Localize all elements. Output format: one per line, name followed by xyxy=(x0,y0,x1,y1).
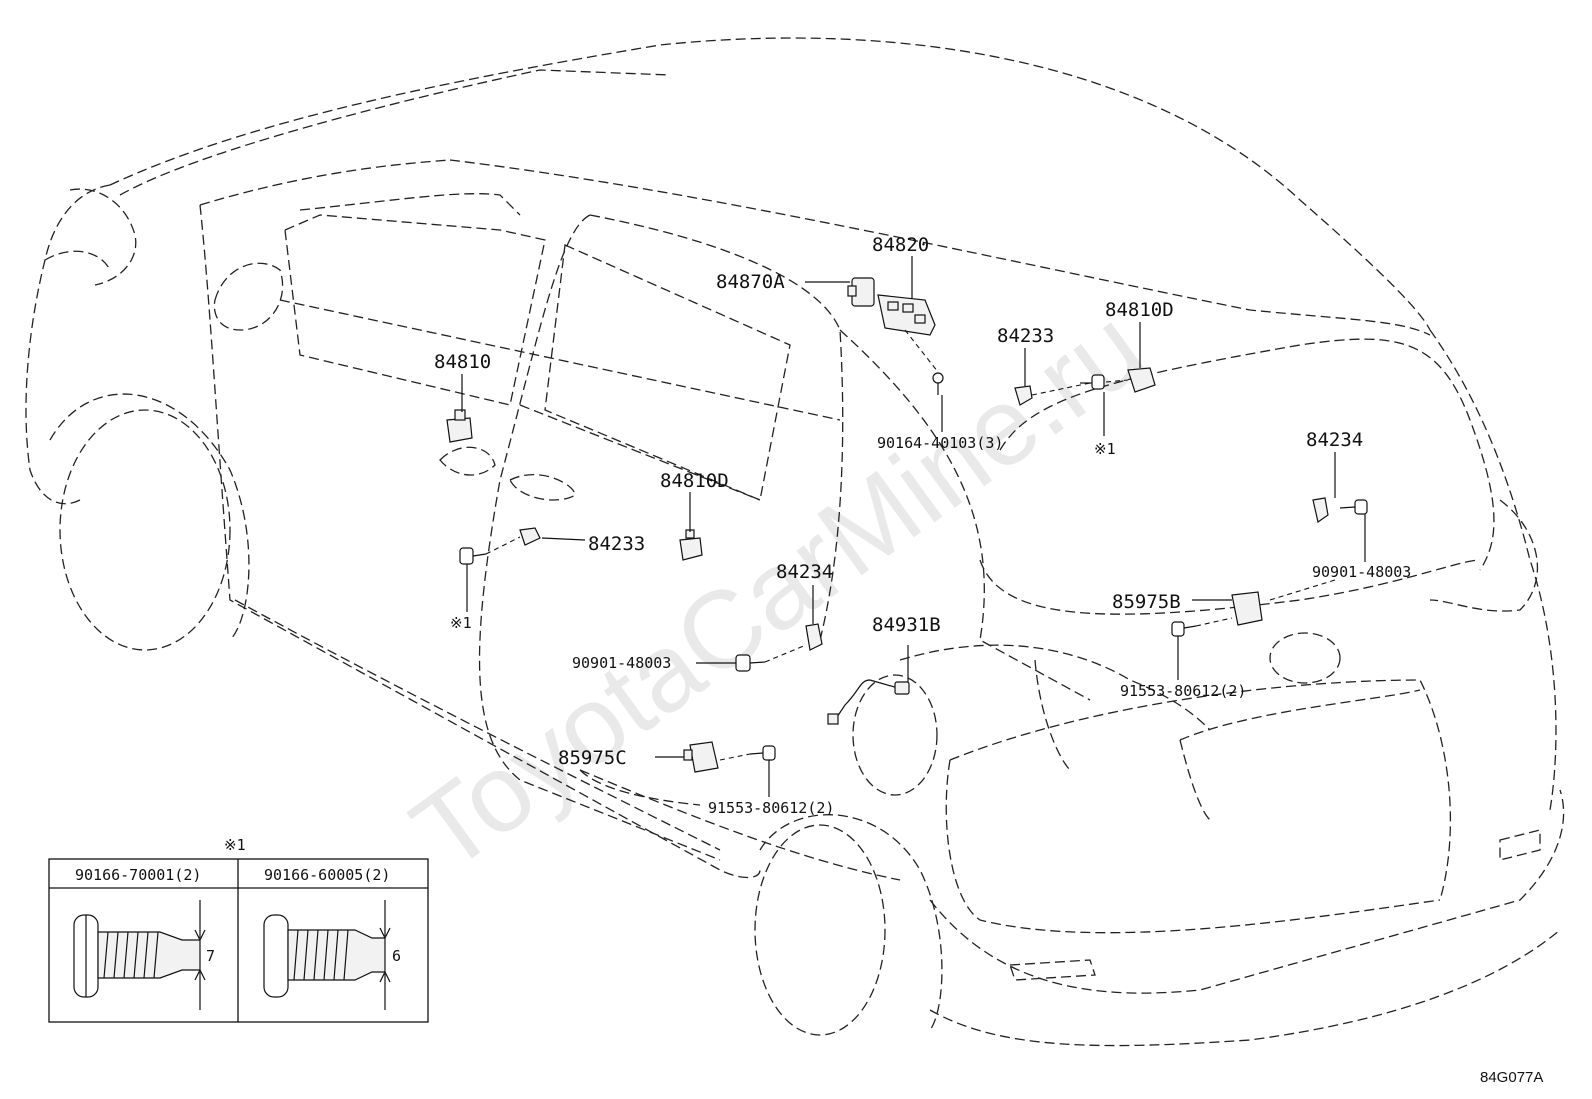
part-84233-top xyxy=(1014,385,1033,406)
detail-col2-part: 90166-60005(2) xyxy=(264,866,390,884)
detail-table-marker: ※1 xyxy=(224,836,246,854)
label-84820: 84820 xyxy=(872,234,929,256)
part-85975B xyxy=(1231,591,1263,626)
part-84234-mid xyxy=(805,623,823,651)
label-91553-80612-right: 91553-80612(2) xyxy=(1120,682,1246,700)
label-84234-right: 84234 xyxy=(1306,429,1363,451)
label-84810D-top: 84810D xyxy=(1105,299,1174,321)
detail-bolt-1: 7 xyxy=(73,900,215,1010)
label-84233-top: 84233 xyxy=(997,325,1054,347)
label-90164-40103: 90164-40103(3) xyxy=(877,434,1003,452)
part-84233-left xyxy=(519,527,541,546)
detail-table: ※1 90166-70001(2) 90166-60005(2) 7 xyxy=(48,836,429,1023)
part-84931B xyxy=(827,679,910,725)
label-84810D-mid: 84810D xyxy=(660,470,729,492)
label-84870A: 84870A xyxy=(716,271,785,293)
screw-90164 xyxy=(932,372,944,395)
label-84234-mid: 84234 xyxy=(776,561,833,583)
part-84234-right xyxy=(1312,497,1368,524)
detail-col1-part: 90166-70001(2) xyxy=(75,866,201,884)
label-84810: 84810 xyxy=(434,351,491,373)
part-84870A xyxy=(847,277,875,307)
part-84810D-top xyxy=(1127,367,1156,393)
car-outline xyxy=(25,37,1565,1047)
label-90901-48003-mid: 90901-48003 xyxy=(572,654,671,672)
part-84810D-mid xyxy=(679,529,703,561)
bolt-left xyxy=(459,547,487,565)
part-84810 xyxy=(446,409,473,443)
bolt-top xyxy=(1080,374,1105,390)
bolt-91553-bottom xyxy=(749,745,776,761)
detail-bolt-2: 6 xyxy=(263,900,401,1010)
parts xyxy=(446,277,1368,773)
label-ref1-left: ※1 xyxy=(450,614,472,632)
label-ref1-top: ※1 xyxy=(1094,440,1116,458)
label-90901-48003-right: 90901-48003 xyxy=(1312,563,1411,581)
part-85975C xyxy=(683,741,719,773)
label-84931B: 84931B xyxy=(872,614,941,636)
diagram-code: 84G077A xyxy=(1480,1069,1543,1086)
callout-labels: 84820 84870A 84233 84810D 84810 90164-40… xyxy=(434,234,1411,817)
label-85975C: 85975C xyxy=(558,747,627,769)
label-85975B: 85975B xyxy=(1112,591,1181,613)
label-84233-left: 84233 xyxy=(588,533,645,555)
detail-col2-dimension: 6 xyxy=(392,947,401,965)
bolt-91553-right xyxy=(1171,621,1197,637)
part-84820 xyxy=(877,294,936,336)
leader-lines xyxy=(461,256,1366,797)
detail-col1-dimension: 7 xyxy=(206,947,215,965)
label-91553-80612-bottom: 91553-80612(2) xyxy=(708,799,834,817)
